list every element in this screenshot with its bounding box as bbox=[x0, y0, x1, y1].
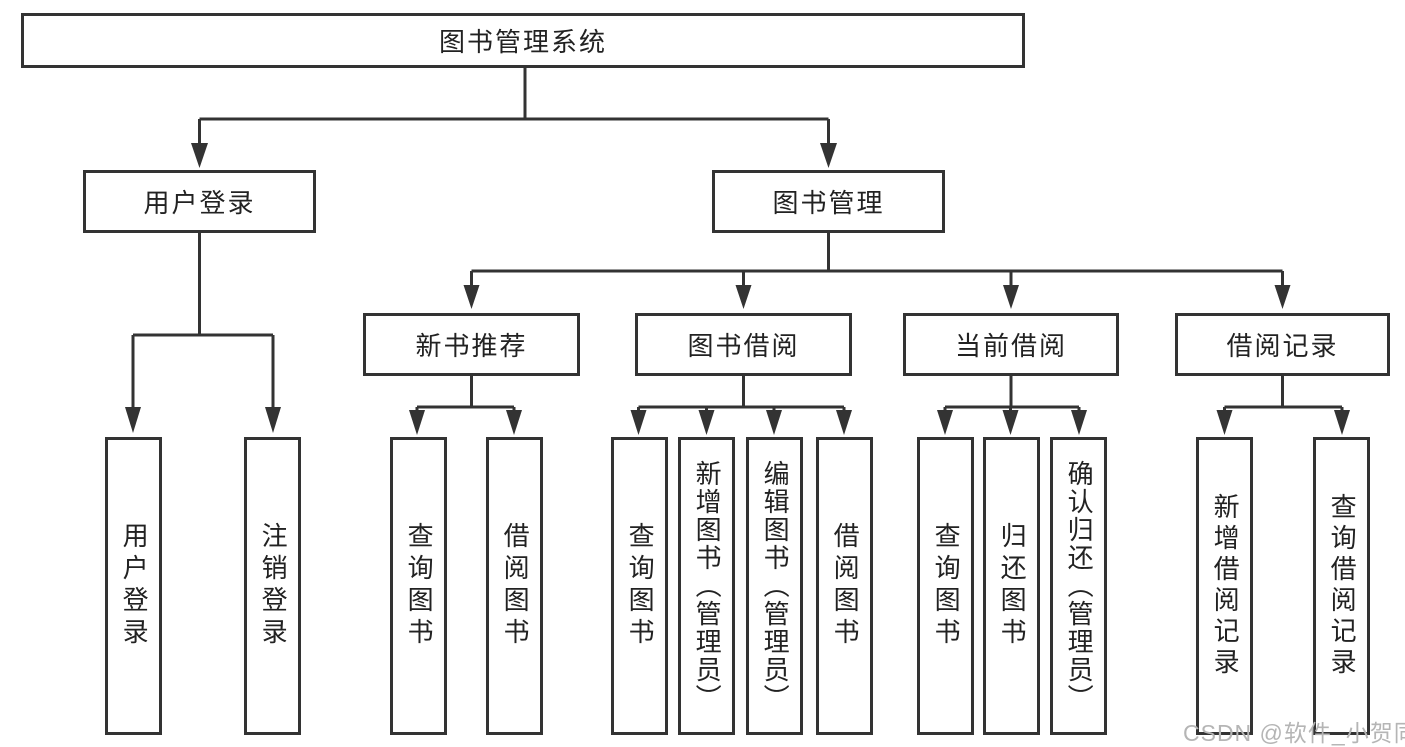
node-leaf-query-books-2: 查询图书 bbox=[611, 437, 668, 735]
node-label: 新增借阅记录 bbox=[1210, 493, 1241, 679]
node-label: 新书推荐 bbox=[415, 331, 528, 361]
watermark: CSDN @软件_小贺同学 bbox=[1183, 720, 1405, 746]
node-leaf-borrow-books-2: 借阅图书 bbox=[816, 437, 873, 735]
node-label: 注销登录 bbox=[258, 522, 289, 650]
node-root: 图书管理系统 bbox=[21, 13, 1025, 68]
node-label: 图书借阅 bbox=[687, 331, 800, 361]
node-leaf-query-books-3: 查询图书 bbox=[917, 437, 974, 735]
node-leaf-confirm-return-admin: 确认归还（管理员） bbox=[1050, 437, 1107, 735]
node-leaf-return-books: 归还图书 bbox=[983, 437, 1040, 735]
node-book-management: 图书管理 bbox=[712, 170, 945, 233]
node-label: 图书管理 bbox=[772, 188, 885, 218]
node-label: 当前借阅 bbox=[954, 331, 1067, 361]
node-leaf-user-login: 用户登录 bbox=[105, 437, 162, 735]
node-label: 用户登录 bbox=[119, 522, 150, 650]
node-leaf-query-borrow-record: 查询借阅记录 bbox=[1313, 437, 1370, 735]
node-borrow-records: 借阅记录 bbox=[1175, 313, 1390, 376]
node-label: 归还图书 bbox=[997, 522, 1028, 650]
node-label: 新增图书（管理员） bbox=[692, 460, 723, 712]
node-label: 用户登录 bbox=[143, 188, 256, 218]
node-label: 借阅记录 bbox=[1226, 331, 1339, 361]
node-label: 借阅图书 bbox=[830, 522, 861, 650]
node-label: 查询图书 bbox=[625, 522, 656, 650]
node-user-login: 用户登录 bbox=[83, 170, 316, 233]
node-leaf-borrow-books-1: 借阅图书 bbox=[486, 437, 543, 735]
node-label: 借阅图书 bbox=[500, 522, 531, 650]
node-label: 确认归还（管理员） bbox=[1064, 460, 1095, 712]
node-label: 查询图书 bbox=[404, 522, 435, 650]
node-leaf-logout: 注销登录 bbox=[244, 437, 301, 735]
node-new-book-recommend: 新书推荐 bbox=[363, 313, 580, 376]
node-label: 图书管理系统 bbox=[438, 27, 607, 57]
node-leaf-add-borrow-record: 新增借阅记录 bbox=[1196, 437, 1253, 735]
node-leaf-edit-books-admin: 编辑图书（管理员） bbox=[746, 437, 803, 735]
node-leaf-query-books-1: 查询图书 bbox=[390, 437, 447, 735]
node-label: 编辑图书（管理员） bbox=[760, 460, 791, 712]
node-label: 查询借阅记录 bbox=[1327, 493, 1358, 679]
node-label: 查询图书 bbox=[931, 522, 962, 650]
node-leaf-add-books-admin: 新增图书（管理员） bbox=[678, 437, 735, 735]
node-book-borrow: 图书借阅 bbox=[635, 313, 852, 376]
node-current-borrow: 当前借阅 bbox=[903, 313, 1119, 376]
